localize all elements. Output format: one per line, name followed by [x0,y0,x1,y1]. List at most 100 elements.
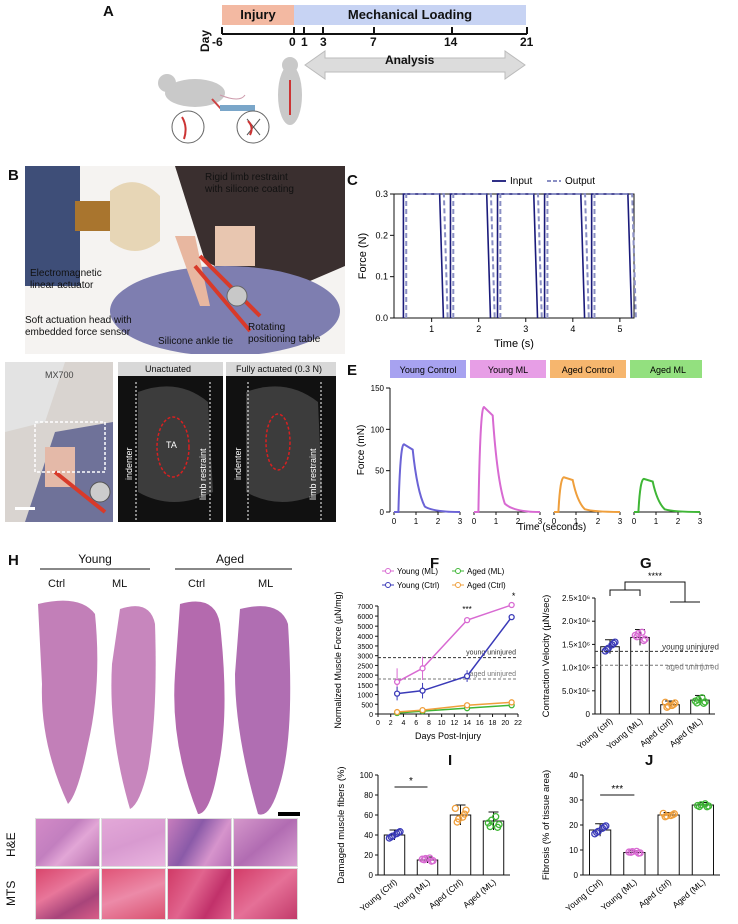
y-tick-label: 0.3 [375,189,388,199]
x-tick-label: Young (Ctrl) [563,877,604,914]
data-point [693,699,701,707]
data-point [611,638,619,646]
he-aged-ml [233,818,298,867]
x-tick-label: Aged (ctrl) [636,877,673,910]
x-tick-label: 3 [523,324,528,334]
x-tick-label: 5 [617,324,622,334]
data-point [463,616,471,624]
data-point [493,823,502,831]
y-tick-label: 2000 [357,673,373,680]
y-tick-label: 2.0×10⁶ [562,617,590,626]
x-tick-label: Aged (ML) [461,877,498,910]
data-point [451,804,459,813]
x-tick-label: 16 [476,720,484,727]
x-tick-label: 2 [676,517,681,526]
x-tick-label: 0 [632,517,637,526]
x-tick-label: 3 [618,517,623,526]
x-tick-label: 12 [450,720,458,727]
series-line [397,616,513,695]
data-point [694,696,702,704]
y-tick-label: 7000 [357,604,373,611]
panel-label-b: B [8,167,19,184]
aged-ml-label: ML [258,578,274,590]
panel-label-i: I [448,752,453,769]
data-point [600,823,608,831]
he-label: H&E [4,832,18,857]
header-0 [390,360,466,378]
injury-bar: Injury [222,5,294,25]
label-positioning-table: Rotating positioning table [248,322,321,345]
trace-0 [394,443,461,513]
timeline-axis [221,27,528,80]
ref-line-label: aged uninjured [666,662,719,671]
y-tick-label: 4000 [357,634,373,641]
chart-g: 05.0×10⁵1.0×10⁶1.5×10⁶2.0×10⁶2.5×10⁶Cont… [541,571,719,752]
x-tick-label: 3 [458,517,463,526]
bar [600,646,620,715]
x-tick-label: 1 [494,517,499,526]
bar [630,636,650,715]
y-tick-label: 0 [574,871,579,880]
header-2 [550,360,626,378]
ref-line-label: young uninjured [662,642,719,651]
data-point [602,822,610,830]
mts-aged-ctrl [167,868,232,920]
label-actuator: Electromagnetic linear actuator [30,268,102,291]
data-point [661,813,669,821]
data-point [422,854,430,863]
y-tick-label: 0.2 [375,230,388,240]
device-photo-b [25,166,345,354]
data-point [387,833,395,841]
analysis-label: Analysis [385,53,435,67]
series-line-input [402,193,633,319]
data-point [462,806,470,814]
mouse-illustration [158,57,302,144]
data-point [508,601,515,609]
tick-1: 1 [301,35,308,49]
legend-label: Aged (ML) [467,567,505,576]
mts-young-ctrl [35,868,100,920]
x-tick-label: 3 [538,517,543,526]
bar [657,814,680,876]
data-point [695,802,704,811]
x-tick-label: 2 [476,324,481,334]
data-point [700,699,708,707]
legend-marker [385,568,391,574]
y-tick-label: 3500 [357,644,373,651]
data-point [393,690,401,697]
y-tick-label: 100 [360,771,374,780]
x-tick-label: Young (ML) [599,877,639,913]
y-tick-label: 1.0×10⁶ [562,664,590,673]
label-ankle-tie: Silicone ankle tie [158,336,234,347]
x-tick-label: Young (Ctrl) [358,877,399,914]
data-point [701,698,709,706]
y-tick-label: 1.5×10⁶ [562,640,590,649]
significance-label: *** [611,784,623,795]
data-point [604,644,612,652]
x-tick-label: 20 [501,720,509,727]
indenter-label-2: indenter [233,447,243,480]
annotation: *** [462,605,471,614]
data-point [420,856,428,864]
data-point [633,633,641,641]
y-tick-label: 6000 [357,614,373,621]
label-rigid-restraint: Rigid limb restraint with silicone coati… [205,172,294,195]
tick-21: 21 [520,35,534,49]
y-tick-label: 40 [569,771,578,780]
x-tick-label: 14 [463,720,471,727]
data-point [453,818,461,826]
ref-line-label: young uninjured [466,650,516,657]
ta-label: TA [166,440,177,450]
x-axis-label: Time (seconds) [518,522,587,533]
he-aged-ctrl [167,818,232,867]
data-point [640,636,648,645]
y-tick-label: 40 [364,831,373,840]
panel-label-a: A [103,3,114,20]
actuated-label: Fully actuated (0.3 N) [236,364,323,374]
y-tick-label: 20 [569,821,578,830]
tick-14: 14 [444,35,458,49]
data-point [419,706,426,714]
y-tick-label: 500 [361,702,373,709]
y-tick-label: 0 [369,871,374,880]
